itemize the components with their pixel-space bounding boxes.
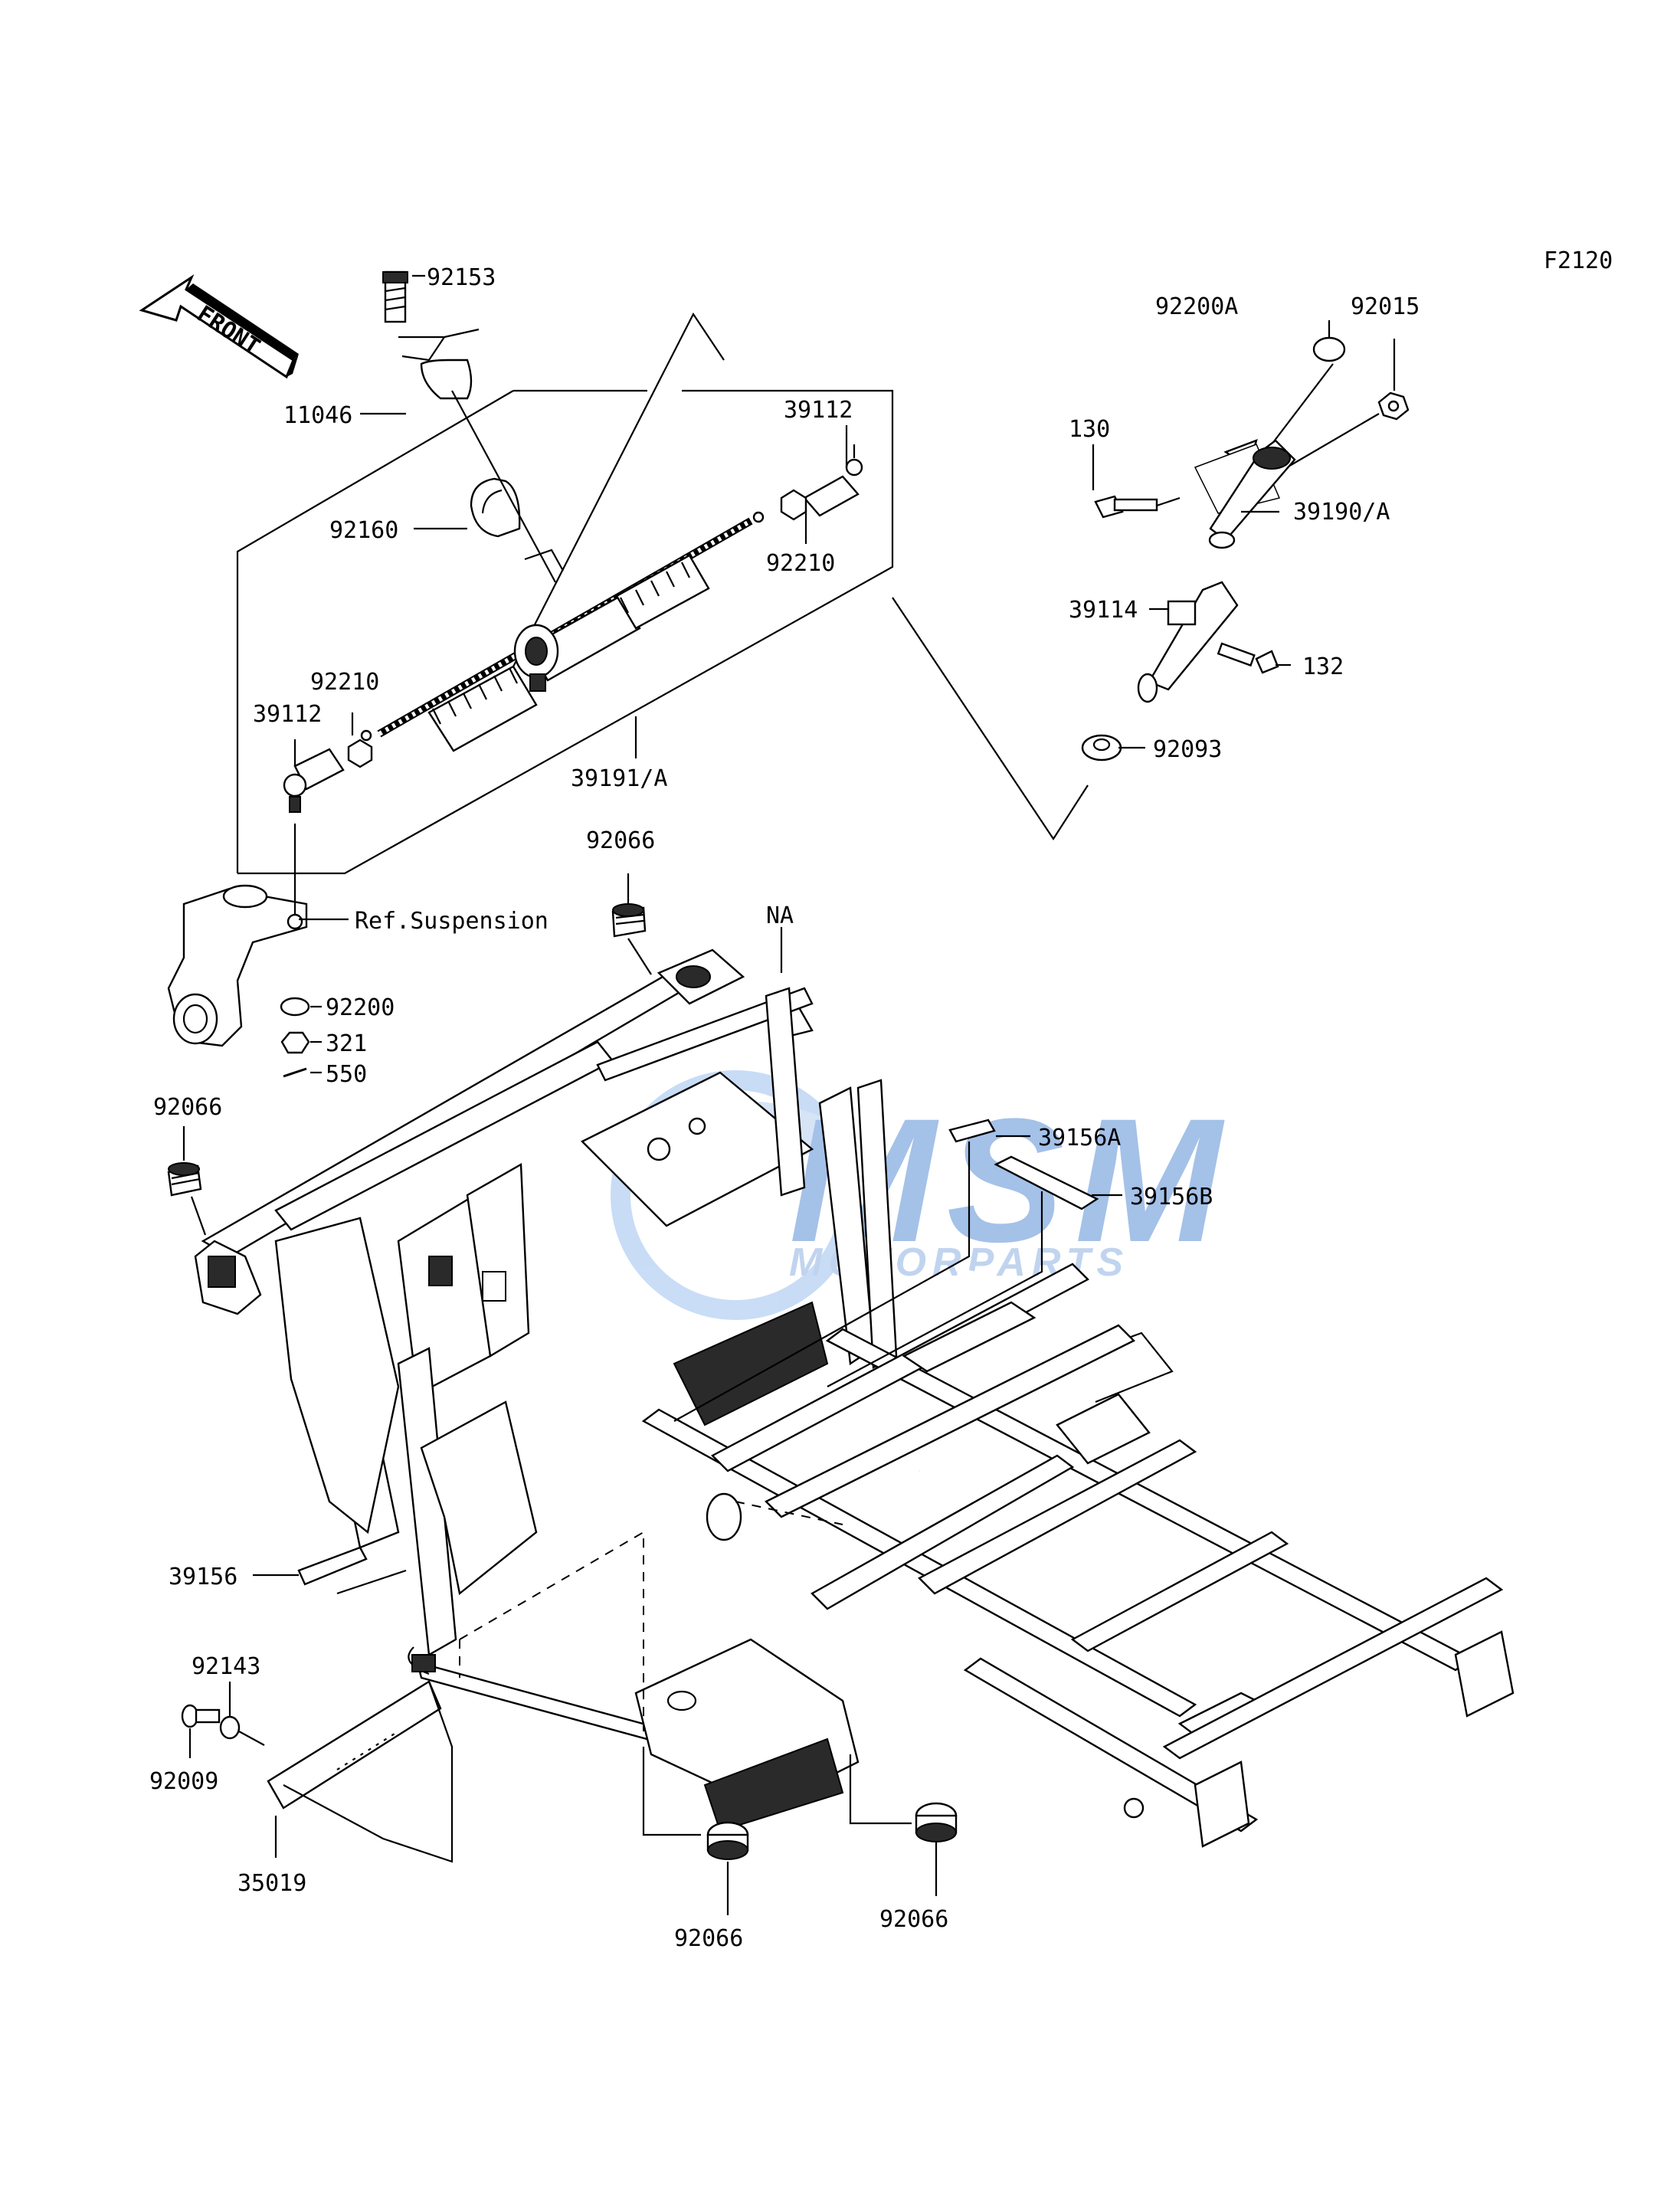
bolt-92153 bbox=[382, 270, 408, 323]
label-92066-bottom-left: 92066 bbox=[674, 1925, 743, 1952]
label-132: 132 bbox=[1302, 653, 1344, 680]
bolt-92009 bbox=[181, 1704, 221, 1728]
frame bbox=[194, 948, 1515, 1848]
label-11046: 11046 bbox=[283, 402, 352, 429]
rack-assembly-outline bbox=[236, 312, 1089, 875]
clamp-11046 bbox=[398, 328, 480, 400]
label-92009: 92009 bbox=[149, 1768, 218, 1795]
label-92066-top: 92066 bbox=[586, 827, 655, 854]
label-550: 550 bbox=[326, 1061, 367, 1088]
label-92200A: 92200A bbox=[1155, 293, 1238, 320]
label-92143: 92143 bbox=[192, 1653, 260, 1680]
label-92093: 92093 bbox=[1153, 736, 1222, 763]
washer-92143 bbox=[219, 1715, 241, 1740]
cover-35019 bbox=[267, 1680, 442, 1810]
label-321: 321 bbox=[326, 1030, 367, 1057]
plug-92066-bottom-right bbox=[915, 1802, 958, 1842]
label-92160: 92160 bbox=[329, 517, 398, 544]
label-92066-bottom-right: 92066 bbox=[879, 1906, 948, 1933]
label-92066-left: 92066 bbox=[153, 1094, 222, 1121]
label-39156: 39156 bbox=[169, 1564, 237, 1590]
plug-92066-bottom-left bbox=[706, 1821, 749, 1860]
label-92015: 92015 bbox=[1351, 293, 1420, 320]
washer-92200A bbox=[1312, 336, 1346, 362]
na-label: NA bbox=[766, 902, 794, 929]
label-39156B: 39156B bbox=[1130, 1184, 1213, 1210]
nut-321 bbox=[280, 1031, 310, 1054]
tie-rod-end-top bbox=[803, 444, 863, 517]
washer-92200 bbox=[280, 997, 310, 1017]
front-arrow-icon: FRONT bbox=[139, 273, 299, 379]
pin-550 bbox=[283, 1067, 307, 1078]
label-92200: 92200 bbox=[326, 994, 395, 1021]
plug-92066-top bbox=[611, 903, 647, 938]
label-39191-a: 39191/A bbox=[571, 765, 667, 792]
steering-rack bbox=[377, 517, 753, 752]
strip-39156A bbox=[948, 1119, 996, 1143]
label-130: 130 bbox=[1069, 416, 1110, 443]
label-39190-a: 39190/A bbox=[1293, 499, 1390, 526]
callout-leaders bbox=[182, 274, 1396, 1915]
cover-92093 bbox=[1081, 734, 1122, 762]
bolt-130 bbox=[1094, 495, 1181, 519]
nut-92210-top bbox=[752, 489, 807, 523]
label-39112-top: 39112 bbox=[784, 397, 853, 424]
cushion-92160 bbox=[470, 477, 521, 538]
joint-39114 bbox=[1137, 581, 1239, 703]
strip-39156B bbox=[994, 1155, 1099, 1210]
floor-dashed-outline bbox=[459, 1501, 843, 1731]
label-39112-left: 39112 bbox=[253, 701, 322, 728]
ref-suspension-label: Ref.Suspension bbox=[355, 908, 549, 935]
nut-92015 bbox=[1377, 391, 1410, 421]
knuckle bbox=[167, 884, 308, 1047]
label-92210-top: 92210 bbox=[766, 550, 835, 577]
label-35019: 35019 bbox=[237, 1870, 306, 1897]
bolt-132 bbox=[1217, 642, 1279, 674]
label-39156A: 39156A bbox=[1038, 1125, 1121, 1151]
nut-92210-left bbox=[347, 729, 373, 768]
plug-92066-left bbox=[167, 1162, 202, 1197]
label-39114: 39114 bbox=[1069, 597, 1138, 624]
callout-labels: 92153 11046 92160 39112 92210 92210 3911… bbox=[149, 264, 1420, 1952]
strip-39156 bbox=[297, 1546, 368, 1586]
steering-column bbox=[1194, 439, 1296, 549]
label-92153: 92153 bbox=[427, 264, 496, 291]
tie-rod-end-left bbox=[283, 748, 345, 813]
figure-code: F2120 bbox=[1544, 247, 1613, 274]
label-92210-left: 92210 bbox=[310, 669, 379, 696]
